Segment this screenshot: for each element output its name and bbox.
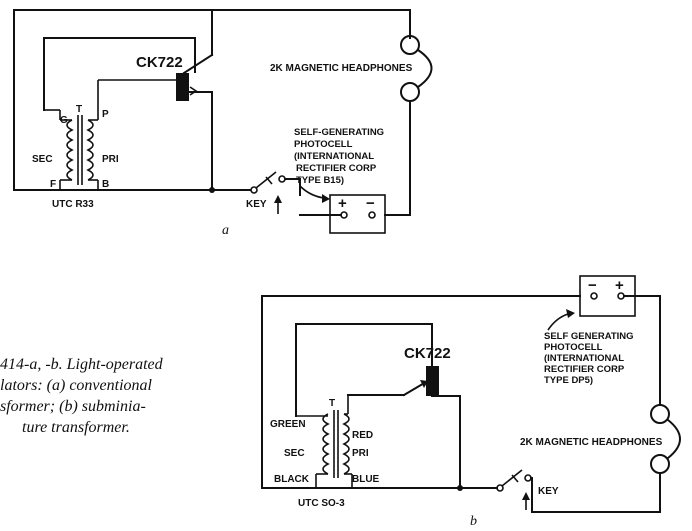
- caption-line-3: sformer; (b) subminia-: [0, 398, 146, 415]
- photocell-minus-a: −: [366, 195, 375, 212]
- transistor-label-b: CK722: [404, 345, 451, 362]
- tap-g-a: G: [60, 115, 68, 126]
- photocell-desc-b-4: RECTIFIER CORP: [544, 364, 625, 375]
- photocell-desc-a-4: RECTIFIER CORP: [296, 163, 377, 174]
- photocell-minus-b: −: [588, 277, 597, 294]
- key-label-a: KEY: [246, 199, 267, 210]
- tap-b-a: B: [102, 179, 109, 190]
- transformer-label-a: UTC R33: [52, 199, 94, 210]
- key-switch-a: [250, 171, 301, 196]
- transformer-a: [44, 79, 176, 190]
- photocell-plus-b: +: [615, 277, 624, 294]
- photocell-desc-a-1: SELF-GENERATING: [294, 127, 384, 138]
- photocell-a: [299, 194, 386, 234]
- key-label-b: KEY: [538, 486, 559, 497]
- green-label-b: GREEN: [270, 419, 306, 430]
- key-switch-b: [496, 469, 533, 513]
- pri-label-b: PRI: [352, 448, 369, 459]
- caption-line-4: ture transformer.: [22, 419, 130, 436]
- headphones-a: [384, 35, 433, 216]
- figure-b: − + SELF GENERATING PHOTOCELL (INTERNATI…: [261, 275, 681, 529]
- photocell-desc-b-2: PHOTOCELL: [544, 342, 603, 353]
- transistor-label-a: CK722: [136, 54, 183, 71]
- tap-f-a: F: [50, 179, 56, 190]
- figure-label-b: b: [470, 514, 477, 529]
- transformer-label-b: UTC SO-3: [298, 498, 345, 509]
- tap-t-a: T: [76, 104, 82, 115]
- figure-a: 2K MAGNETIC HEADPHONES CK722: [13, 9, 433, 238]
- headphones-b: [531, 404, 681, 513]
- sec-label-a: SEC: [32, 154, 53, 165]
- tap-t-b: T: [329, 398, 335, 409]
- caption-line-1: 414-a, -b. Light-operated: [0, 356, 164, 373]
- tap-p-a: P: [102, 109, 109, 120]
- headphones-label-b: 2K MAGNETIC HEADPHONES: [520, 437, 663, 448]
- transformer-b: [296, 395, 353, 488]
- photocell-desc-b-3: (INTERNATIONAL: [544, 353, 624, 364]
- red-label-b: RED: [352, 430, 373, 441]
- pri-label-a: PRI: [102, 154, 119, 165]
- photocell-desc-a-3: (INTERNATIONAL: [294, 151, 374, 162]
- figure-caption: 414-a, -b. Light-operated lators: (a) co…: [0, 356, 164, 436]
- sec-label-b: SEC: [284, 448, 305, 459]
- photocell-b: [579, 275, 661, 406]
- photocell-plus-a: +: [338, 195, 347, 212]
- photocell-desc-b-5: TYPE DP5): [544, 375, 593, 386]
- figure-label-a: a: [222, 223, 229, 238]
- transistor-a: [176, 9, 214, 191]
- photocell-desc-b-1: SELF GENERATING: [544, 331, 634, 342]
- caption-line-2: lators: (a) conventional: [0, 377, 153, 394]
- transistor-b: [347, 366, 461, 489]
- black-label-b: BLACK: [274, 474, 310, 485]
- blue-label-b: BLUE: [352, 474, 380, 485]
- photocell-desc-a-5: TYPE B15): [296, 175, 344, 186]
- photocell-desc-a-2: PHOTOCELL: [294, 139, 353, 150]
- headphones-label-a: 2K MAGNETIC HEADPHONES: [270, 63, 413, 74]
